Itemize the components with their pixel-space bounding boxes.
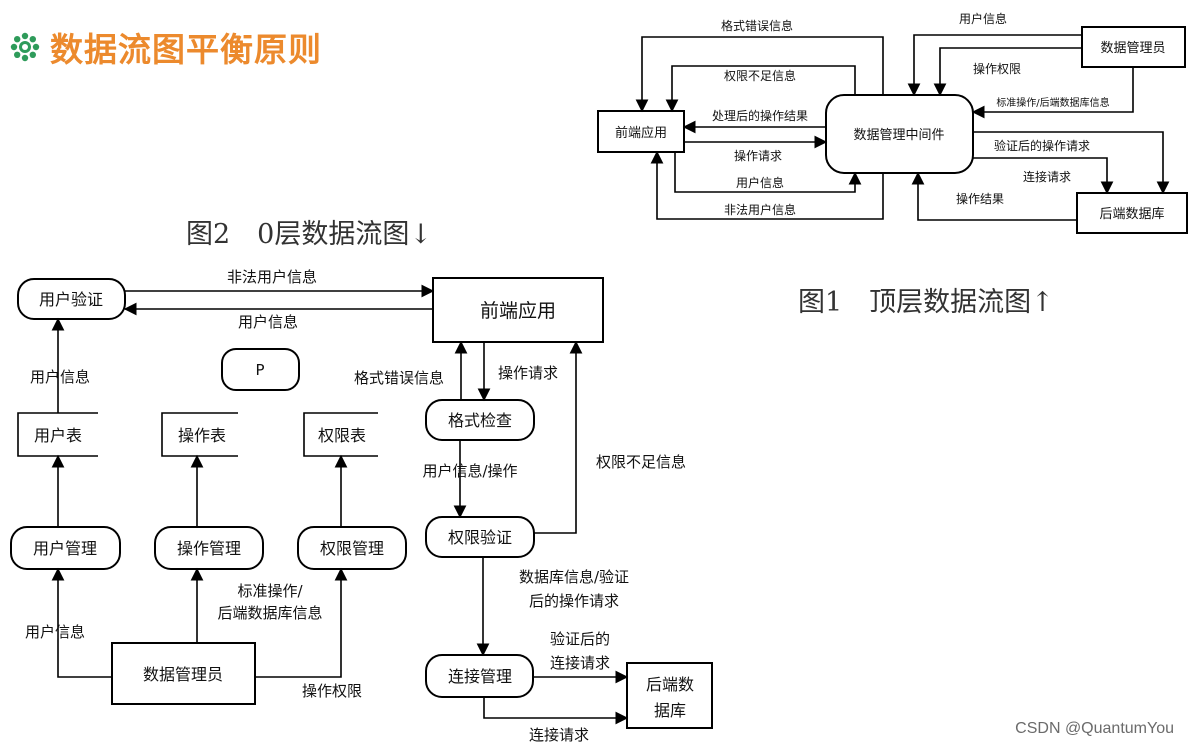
fig1-edge-user-info [674, 152, 862, 193]
fig2-edge-op-perm [255, 567, 348, 678]
fig2-edge-standard-ops-label-2: 后端数据库信息 [217, 604, 322, 622]
page-title: 数据流图平衡原则 [50, 30, 322, 69]
fig1-dba-box [1081, 26, 1186, 68]
fig1-edge-illegal-user-label: 非法用户信息 [724, 202, 796, 217]
fig2-edge-standard-ops-label-1: 标准操作/ [237, 582, 303, 600]
fig2-edge-verified-conn-label-1: 验证后的 [550, 630, 610, 648]
fig2-perm-table-label: 权限表 [318, 426, 366, 445]
fig1-dba-label: 数据管理员 [1100, 41, 1165, 56]
fig1-edge-op-result-label: 操作结果 [956, 191, 1004, 206]
fig2-edge-user-info-up-label: 用户信息 [30, 368, 90, 386]
fig2-p-label: P [255, 361, 264, 379]
fig2-edge-db-info-label-1: 数据库信息/验证 [519, 568, 629, 586]
fig1-edge-dba-user-info [907, 34, 1082, 97]
fig2-edge-dba-user-info [51, 567, 112, 678]
fig2-edge-format-error-label: 格式错误信息 [354, 369, 444, 387]
fig2-frontend-label: 前端应用 [480, 300, 556, 322]
fig1-edge-perm-insufficient [665, 65, 856, 113]
gear-flower-icon [10, 32, 40, 62]
fig2-edge-verified-conn-label-2: 连接请求 [550, 654, 610, 672]
fig1-edge-illegal-user [650, 150, 884, 220]
fig2-edge-dba-user-info-label: 用户信息 [25, 623, 85, 641]
fig1-edge-user-info-label: 用户信息 [736, 175, 784, 190]
fig2-p-box [221, 348, 300, 391]
fig2-format-check-label: 格式检查 [448, 411, 512, 430]
fig2-edge-user-info-op-label: 用户信息/操作 [422, 462, 517, 480]
fig2-edge-connect-request-label: 连接请求 [529, 726, 589, 744]
fig2-edge-perm-insufficient-label: 权限不足信息 [596, 453, 686, 471]
fig1-edge-op-request-label: 操作请求 [734, 148, 782, 163]
fig2-perm-mgmt-label: 权限管理 [320, 539, 384, 558]
fig1-edge-format-error-label: 格式错误信息 [721, 18, 793, 33]
fig2-caption: 图2 0层数据流图↓ [186, 219, 432, 250]
fig1-edge-op-result [911, 171, 1077, 221]
fig1-edge-verified-op-request-label: 验证后的操作请求 [994, 138, 1090, 153]
fig2-dba-label: 数据管理员 [143, 665, 223, 684]
fig2-frontend-box [432, 277, 604, 343]
fig2-edge-op-perm-label: 操作权限 [302, 682, 362, 700]
fig1-edge-standard-ops [971, 67, 1134, 119]
fig1-edge-processed-result-label: 处理后的操作结果 [712, 108, 808, 123]
fig2-user-table-label: 用户表 [34, 426, 82, 445]
fig2-perm-mgmt-box [297, 526, 407, 570]
fig1-edge-op-perm-label: 操作权限 [973, 61, 1021, 76]
fig1-edge-standard-ops-label: 标准操作/后端数据库信息 [996, 96, 1109, 109]
fig1-edge-dba-user-info-label: 用户信息 [959, 11, 1007, 26]
fig2-user-mgmt-box [10, 526, 121, 570]
fig2-op-mgmt-label: 操作管理 [177, 539, 241, 558]
fig1-frontend-label: 前端应用 [615, 125, 667, 141]
fig2-user-mgmt-label: 用户管理 [33, 539, 97, 558]
fig1-edge-format-error [635, 36, 884, 113]
fig1-middleware-box [825, 94, 974, 174]
fig2-edge-connect-request [483, 697, 629, 725]
fig2-edge-db-info-label-2: 后的操作请求 [529, 592, 619, 610]
fig1-edge-verified-op-request [973, 131, 1170, 195]
fig2-diagram: 用户验证 前端应用 P 用户表 操作表 权限表 格式检查 权限验证 用户管理 操… [10, 268, 713, 744]
fig2-perm-verify-label: 权限验证 [448, 528, 512, 547]
fig1-edge-connect-request-label: 连接请求 [1023, 169, 1071, 184]
fig2-dba-box [111, 642, 256, 705]
fig2-user-verify-label: 用户验证 [39, 290, 103, 309]
fig1-edge-perm-insufficient-label: 权限不足信息 [724, 68, 796, 83]
fig2-conn-mgmt-label: 连接管理 [448, 667, 512, 686]
fig2-backend-db-box [626, 662, 713, 729]
fig2-edge-op-request-label: 操作请求 [498, 364, 558, 382]
watermark: CSDN @QuantumYou [1015, 720, 1174, 737]
fig2-edge-perm-insufficient [534, 340, 583, 534]
fig2-edge-illegal-user-label: 非法用户信息 [227, 268, 317, 286]
fig1-middleware-label: 数据管理中间件 [853, 128, 944, 143]
slide-title: 数据流图平衡原则 [10, 22, 322, 72]
fig2-backend-db-label-2: 据库 [654, 701, 686, 720]
fig1-edge-op-perm [933, 47, 1082, 97]
fig2-user-verify-box [17, 278, 126, 320]
fig1-backend-db-box [1076, 192, 1188, 234]
fig1-diagram: 前端应用 数据管理中间件 数据管理员 后端数据库 格式错误信息 权限不足信息 处… [597, 11, 1188, 234]
fig2-edge-user-info-back-label: 用户信息 [238, 313, 298, 331]
fig2-backend-db-label-1: 后端数 [646, 675, 694, 694]
fig2-op-mgmt-box [154, 526, 264, 570]
fig2-perm-verify-box [425, 516, 535, 558]
fig1-edge-connect-request [973, 157, 1114, 195]
fig1-caption: 图1 顶层数据流图↑ [798, 287, 1054, 318]
fig2-op-table-label: 操作表 [178, 426, 226, 445]
fig1-backend-db-label: 后端数据库 [1099, 206, 1164, 222]
